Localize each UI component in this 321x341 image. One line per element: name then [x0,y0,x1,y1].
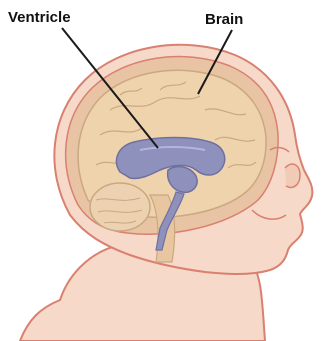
ear [285,164,300,187]
cerebellum [90,183,150,231]
brain-label: Brain [205,11,243,28]
ventricle-label: Ventricle [8,9,71,26]
